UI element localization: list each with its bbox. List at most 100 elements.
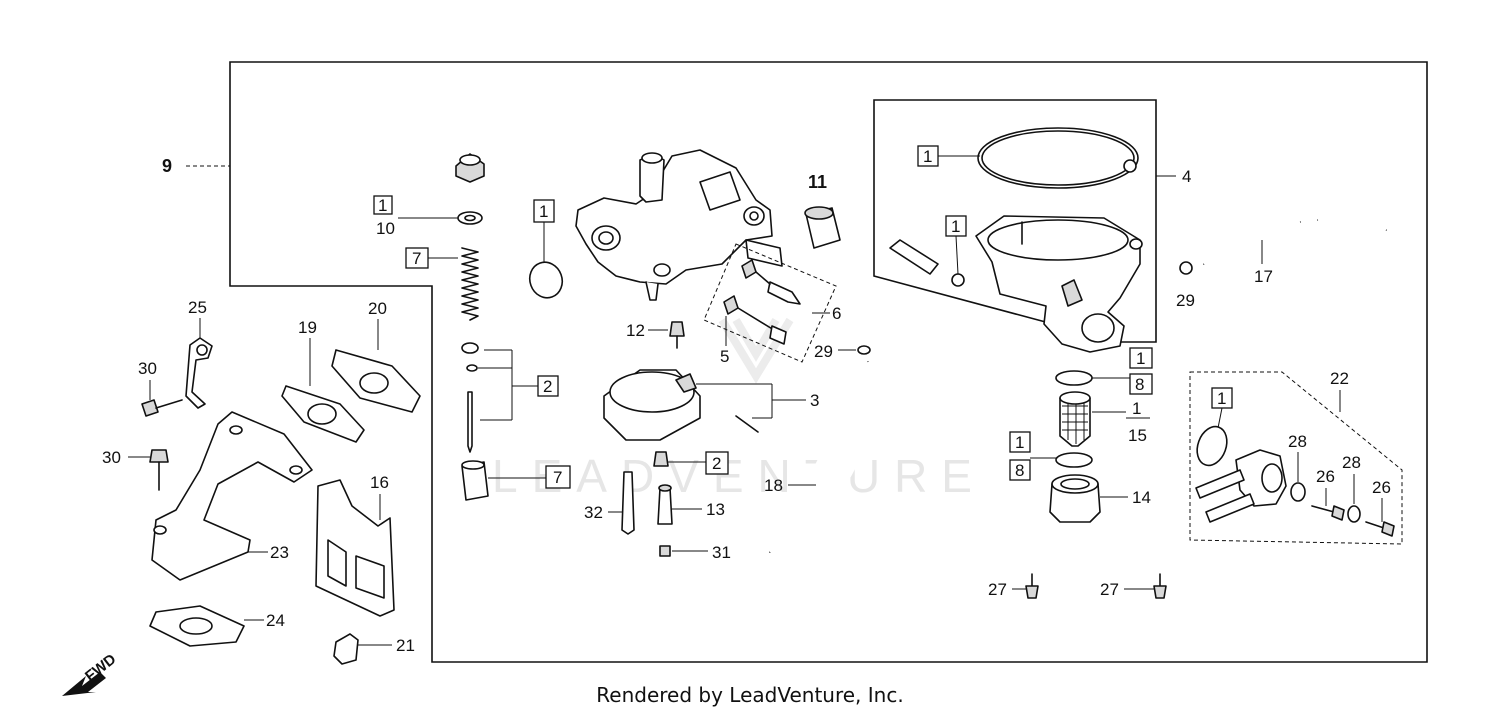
part-screw-27-right[interactable] bbox=[1153, 573, 1167, 599]
kit-ref-1-f[interactable]: 1 bbox=[1132, 399, 1141, 418]
part-slide-7[interactable] bbox=[461, 460, 489, 501]
part-fuel-valve[interactable] bbox=[1195, 449, 1287, 523]
part-hose-18[interactable] bbox=[768, 361, 874, 554]
part-bolt-26-left[interactable] bbox=[1311, 505, 1345, 521]
kit-ref-2-b[interactable]: 2 bbox=[712, 454, 721, 473]
part-carburetor-body[interactable] bbox=[575, 149, 783, 301]
leader-1-d bbox=[955, 235, 959, 275]
callout-21[interactable]: 21 bbox=[396, 636, 415, 655]
callout-27-left[interactable]: 27 bbox=[988, 580, 1007, 599]
part-oring-valve[interactable] bbox=[1192, 422, 1232, 469]
callout-30-lower[interactable]: 30 bbox=[102, 448, 121, 467]
part-screw-27-left[interactable] bbox=[1025, 573, 1039, 599]
part-clip-29-right[interactable] bbox=[1179, 261, 1193, 275]
part-float-3[interactable] bbox=[603, 369, 759, 441]
part-screw-set-upper[interactable] bbox=[741, 259, 801, 305]
callout-4[interactable]: 4 bbox=[1182, 167, 1191, 186]
callout-15[interactable]: 15 bbox=[1128, 426, 1147, 445]
part-screw-set-lower[interactable] bbox=[723, 295, 787, 345]
part-bolt-30-lower[interactable] bbox=[149, 449, 169, 491]
part-pin-32[interactable] bbox=[621, 471, 635, 535]
part-bracket-25[interactable] bbox=[185, 337, 213, 409]
part-washer-28-right[interactable] bbox=[1347, 505, 1361, 523]
part-bowl-gasket[interactable] bbox=[977, 127, 1139, 189]
callout-26-right[interactable]: 26 bbox=[1372, 478, 1391, 497]
part-bolt-30-upper[interactable] bbox=[141, 399, 183, 417]
callout-12[interactable]: 12 bbox=[626, 321, 645, 340]
part-jet-12[interactable] bbox=[669, 321, 685, 349]
part-oring-cup[interactable] bbox=[1055, 452, 1093, 468]
callout-6[interactable]: 6 bbox=[832, 304, 841, 323]
kit-ref-2-a[interactable]: 2 bbox=[543, 377, 552, 396]
kit-ref-box-7-b bbox=[545, 465, 571, 489]
callout-5[interactable]: 5 bbox=[720, 347, 729, 366]
part-needle-clip[interactable] bbox=[461, 342, 479, 453]
callout-22[interactable]: 22 bbox=[1330, 369, 1349, 388]
callout-23[interactable]: 23 bbox=[270, 543, 289, 562]
kit-ref-7-a[interactable]: 7 bbox=[412, 249, 421, 268]
callout-32[interactable]: 32 bbox=[584, 503, 603, 522]
callout-19[interactable]: 19 bbox=[298, 318, 317, 337]
kit-ref-8-a[interactable]: 8 bbox=[1135, 375, 1144, 394]
kit-ref-1-b[interactable]: 1 bbox=[539, 202, 548, 221]
part-insulator-20[interactable] bbox=[331, 349, 421, 413]
callout-31[interactable]: 31 bbox=[712, 543, 731, 562]
callout-29-right[interactable]: 29 bbox=[1176, 291, 1195, 310]
part-strainer-screen[interactable] bbox=[1059, 391, 1091, 447]
part-oring-strainer[interactable] bbox=[1055, 370, 1093, 386]
kit-ref-1-d[interactable]: 1 bbox=[951, 217, 960, 236]
kit-ref-box-1-e bbox=[1129, 347, 1153, 369]
callout-9[interactable]: 9 bbox=[162, 156, 172, 176]
callout-16[interactable]: 16 bbox=[370, 473, 389, 492]
part-float-bowl[interactable] bbox=[975, 215, 1143, 353]
part-sediment-cup-14[interactable] bbox=[1049, 474, 1101, 523]
kit-ref-1-a[interactable]: 1 bbox=[378, 196, 387, 215]
part-hose-17[interactable] bbox=[1202, 217, 1387, 267]
part-oring-carb[interactable] bbox=[525, 258, 567, 303]
kit-ref-1-h[interactable]: 1 bbox=[1217, 389, 1226, 408]
callout-29-center[interactable]: 29 bbox=[814, 342, 833, 361]
part-spring[interactable] bbox=[461, 247, 479, 321]
part-clip-29-center[interactable] bbox=[857, 345, 871, 355]
callout-27-right[interactable]: 27 bbox=[1100, 580, 1119, 599]
part-gasket-24[interactable] bbox=[149, 605, 245, 647]
kit-ref-7-b[interactable]: 7 bbox=[553, 468, 562, 487]
kit-ref-box-2-a bbox=[537, 375, 559, 397]
part-cap-11[interactable] bbox=[804, 206, 841, 249]
kit-ref-1-e[interactable]: 1 bbox=[1136, 349, 1145, 368]
part-main-jet[interactable] bbox=[653, 451, 669, 467]
part-cap[interactable] bbox=[455, 153, 485, 183]
part-intake-pipe-23[interactable] bbox=[151, 411, 313, 581]
callout-3[interactable]: 3 bbox=[810, 391, 819, 410]
callout-17[interactable]: 17 bbox=[1254, 267, 1273, 286]
assembly-frame bbox=[229, 61, 1428, 663]
part-screw-31[interactable] bbox=[659, 545, 671, 557]
part-clip-21[interactable] bbox=[333, 633, 359, 665]
kit-ref-1-g[interactable]: 1 bbox=[1015, 433, 1024, 452]
kit-ref-box-1-a bbox=[373, 195, 393, 215]
callout-14[interactable]: 14 bbox=[1132, 488, 1151, 507]
part-washer-28-left[interactable] bbox=[1290, 482, 1306, 502]
bowl-group-outline bbox=[873, 99, 1157, 343]
part-plate-16[interactable] bbox=[315, 479, 395, 617]
callout-11[interactable]: 11 bbox=[808, 172, 827, 192]
callout-30-upper[interactable]: 30 bbox=[138, 359, 157, 378]
callout-20[interactable]: 20 bbox=[368, 299, 387, 318]
callout-25[interactable]: 25 bbox=[188, 298, 207, 317]
callout-28-left[interactable]: 28 bbox=[1288, 432, 1307, 451]
callout-26-left[interactable]: 26 bbox=[1316, 467, 1335, 486]
kit-ref-1-c[interactable]: 1 bbox=[923, 147, 932, 166]
callout-28-right[interactable]: 28 bbox=[1342, 453, 1361, 472]
part-gasket-19[interactable] bbox=[281, 385, 365, 443]
callout-13[interactable]: 13 bbox=[706, 500, 725, 519]
part-washer-10[interactable] bbox=[457, 211, 483, 225]
valve-group-outline bbox=[1189, 371, 1403, 545]
callout-18[interactable]: 18 bbox=[764, 476, 783, 495]
part-tube-13[interactable] bbox=[657, 484, 673, 525]
part-bolt-26-right[interactable] bbox=[1365, 521, 1395, 537]
kit-ref-8-b[interactable]: 8 bbox=[1015, 461, 1024, 480]
callout-24[interactable]: 24 bbox=[266, 611, 285, 630]
callout-10[interactable]: 10 bbox=[376, 219, 395, 238]
part-drain-screw[interactable] bbox=[889, 239, 965, 287]
